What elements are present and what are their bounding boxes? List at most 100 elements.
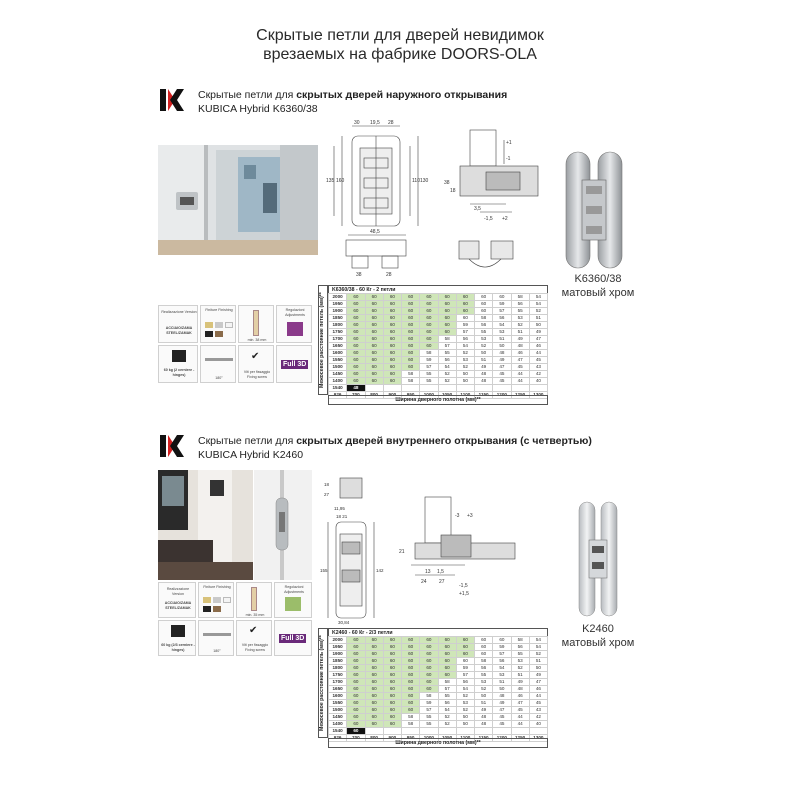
finish-swatch-black-1 (205, 331, 213, 337)
door-hinge-photo-2 (254, 470, 312, 580)
table-cell: 49 (492, 356, 512, 364)
min-thickness-icon-box-2: min. 35 mm (236, 582, 272, 618)
table-cell: 60 (437, 293, 457, 301)
dim-minus1-5: -1,5 (484, 216, 493, 222)
table-cell: 60 (473, 307, 494, 315)
table-cell: 60 (364, 314, 384, 322)
table-cell: 60 (364, 720, 384, 728)
dim2-24: 24 (421, 579, 427, 585)
table-cell: 55 (473, 671, 494, 679)
table-cell: 60 (346, 342, 366, 350)
row-header-cell: 1800 (327, 321, 348, 329)
table-cell: 60 (364, 650, 384, 658)
row-header-cell: 1900 (327, 650, 348, 658)
table-cell: 58 (473, 314, 494, 322)
table-cell: 51 (473, 356, 494, 364)
table-cell: 60 (400, 293, 421, 301)
table-cell: 60 (400, 671, 421, 679)
table-cell: 42 (528, 370, 549, 378)
table-cell: 44 (528, 349, 549, 357)
table-cell: 54 (492, 664, 512, 672)
table-cell: 50 (473, 692, 494, 700)
table-cell: 60 (455, 300, 476, 308)
dim-plus1: +1 (506, 140, 512, 146)
table-cell: 60 (382, 678, 403, 686)
extra-row-label: 1540 (327, 384, 348, 392)
table-cell: 60 (419, 671, 439, 679)
adjust-title-2: Regolazioni Adjustments (284, 585, 304, 594)
table-cell: 60 (346, 636, 366, 644)
table-cell: 60 (419, 335, 439, 343)
table-cell: 44 (528, 692, 549, 700)
table-cell: 60 (382, 300, 403, 308)
table-cell: 60 (382, 328, 403, 336)
table-cell: 60 (382, 643, 403, 651)
table-cell: 52 (455, 349, 476, 357)
row-header-cell: 1550 (327, 699, 348, 707)
section1-subtitle: KUBICA Hybrid K6360/38 (198, 103, 318, 115)
table-cell (419, 727, 439, 735)
table-cell: 57 (419, 706, 439, 714)
weight-icon-box-1: 60 kg (2 cerniere - hinges) (158, 345, 198, 383)
table-cell: 60 (346, 307, 366, 315)
table-cell: 58 (419, 692, 439, 700)
row-header-cell: 1450 (327, 370, 348, 378)
table-cell: 43 (528, 363, 549, 371)
table-cell: 59 (492, 643, 512, 651)
table-cell: 51 (492, 335, 512, 343)
angle-label-1: 180° (215, 376, 223, 380)
table-cell: 56 (510, 300, 530, 308)
table-cell (455, 384, 476, 392)
row-header-cell: 2000 (327, 293, 348, 301)
dim2-11-95: 11,95 (334, 506, 345, 511)
table-cell: 60 (346, 671, 366, 679)
dim-30: 30 (354, 120, 360, 126)
table-cell: 60 (364, 321, 384, 329)
table-cell: 58 (437, 335, 457, 343)
table-cell: 60 (346, 685, 366, 693)
table-cell: 55 (419, 370, 439, 378)
table-cell: 60 (400, 342, 421, 350)
table1-vertical-label: Межосевое расстояние петель (мм)** (318, 285, 328, 395)
table-cell: 54 (455, 342, 476, 350)
table-cell: 60 (346, 678, 366, 686)
table-cell: 60 (400, 650, 421, 658)
hinge-table-k6360: Межосевое расстояние петель (мм)** K6360… (318, 285, 549, 405)
table-cell: 60 (419, 678, 439, 686)
table-cell: 60 (346, 643, 366, 651)
table-cell: 55 (419, 720, 439, 728)
table-cell: 60 (473, 650, 494, 658)
table-cell: 58 (437, 678, 457, 686)
table-cell: 40 (528, 720, 549, 728)
table-cell (437, 384, 457, 392)
table-cell: 60 (473, 636, 494, 644)
table-cell: 55 (437, 349, 457, 357)
table-cell (437, 727, 457, 735)
row-header-cell: 1600 (327, 692, 348, 700)
table-cell: 60 (364, 363, 384, 371)
table-cell: 46 (510, 349, 530, 357)
table-cell: 60 (419, 300, 439, 308)
table-cell: 60 (346, 699, 366, 707)
hinge-product-k6360-image (565, 151, 623, 269)
finish-swatch-gold-1 (205, 322, 213, 328)
table-cell: 48 (510, 342, 530, 350)
table-cell: 60 (364, 356, 384, 364)
table-cell: 47 (510, 699, 530, 707)
table-cell: 48 (510, 685, 530, 693)
weight-icon-box-2: 60 kg (2/3 cerniere - hinges) (158, 620, 196, 656)
table-cell: 60 (346, 349, 366, 357)
table-cell: 60 (382, 657, 403, 665)
table2-header: K2460 - 60 Кг - 2/3 петли (328, 628, 548, 637)
table-cell (400, 727, 421, 735)
table-cell: 47 (492, 706, 512, 714)
table-cell: 44 (510, 720, 530, 728)
min-thickness-icon-box-1: min. 38 mm (238, 305, 274, 343)
table-cell: 51 (473, 699, 494, 707)
